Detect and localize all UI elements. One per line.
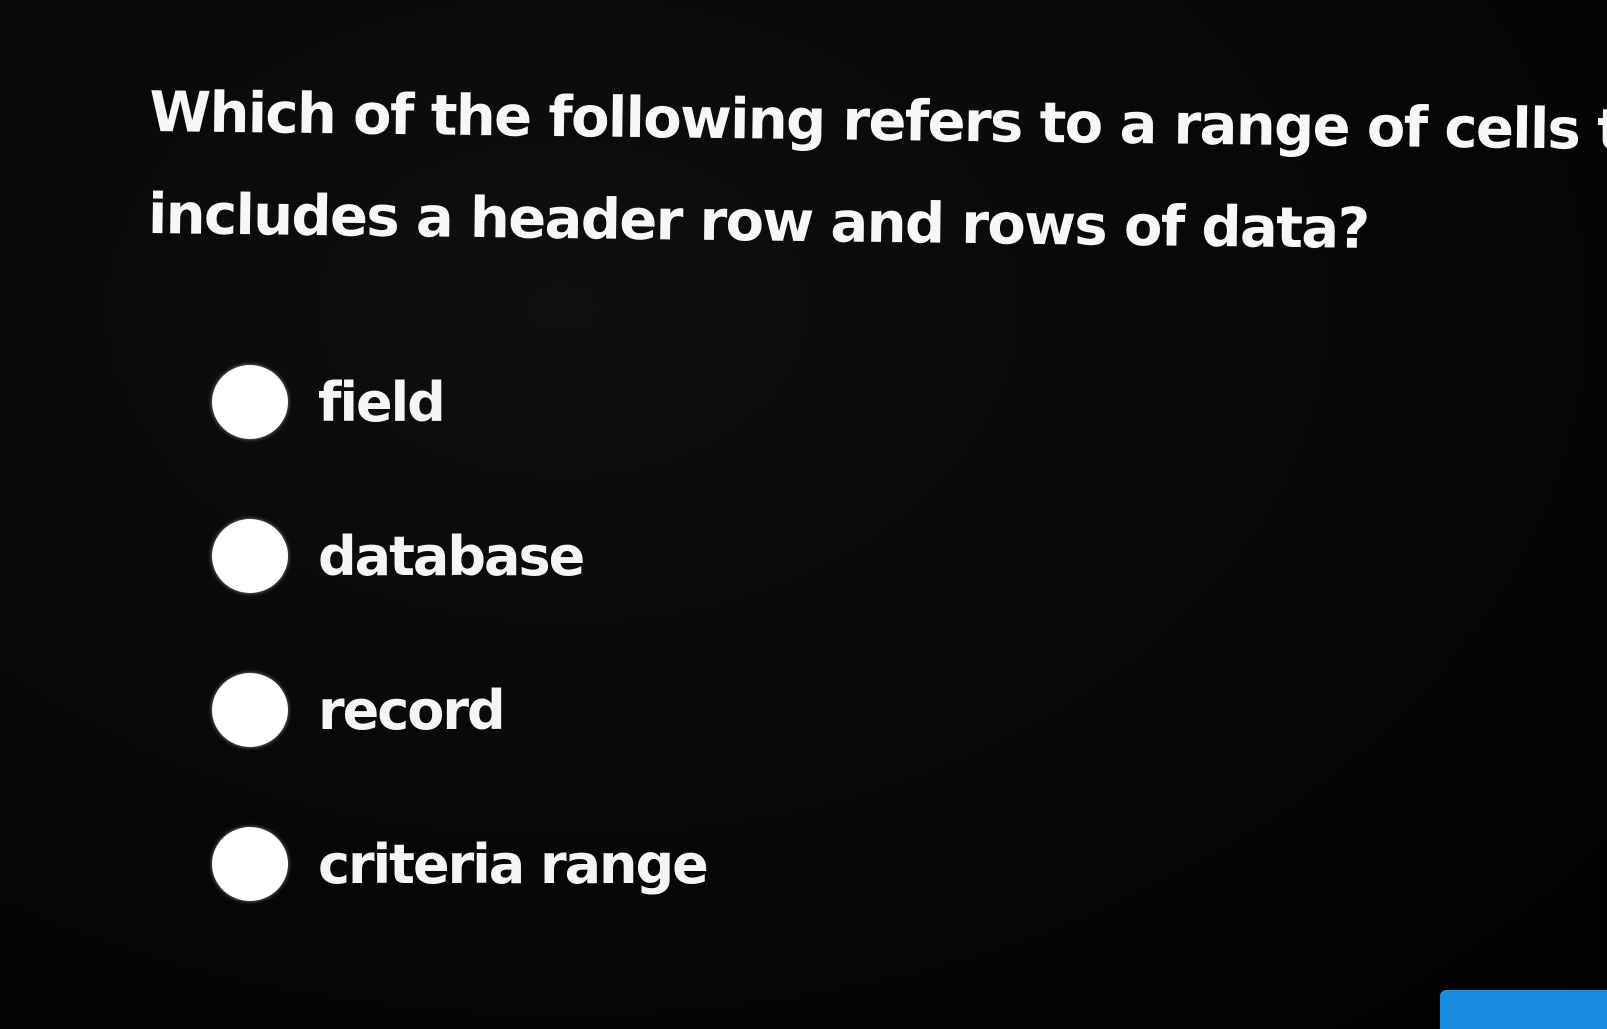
option-label: record: [318, 678, 506, 742]
option-label: criteria range: [318, 832, 709, 896]
question-line-1: Which of the following refers to a range…: [148, 79, 1607, 165]
submit-button[interactable]: [1440, 990, 1607, 1029]
answer-options: field database record criteria range: [212, 362, 709, 978]
answer-option-database[interactable]: database: [212, 516, 707, 596]
option-label: field: [318, 370, 446, 434]
question-text: Which of the following refers to a range…: [148, 62, 1607, 284]
radio-button[interactable]: [212, 365, 288, 439]
question-line-2: includes a header row and rows of data?: [147, 181, 1369, 262]
answer-option-field[interactable]: field: [212, 362, 707, 442]
radio-button[interactable]: [212, 673, 288, 747]
radio-button[interactable]: [212, 519, 288, 593]
answer-option-record[interactable]: record: [212, 670, 707, 750]
answer-option-criteria-range[interactable]: criteria range: [212, 824, 709, 904]
radio-button[interactable]: [212, 827, 288, 901]
option-label: database: [318, 524, 585, 588]
